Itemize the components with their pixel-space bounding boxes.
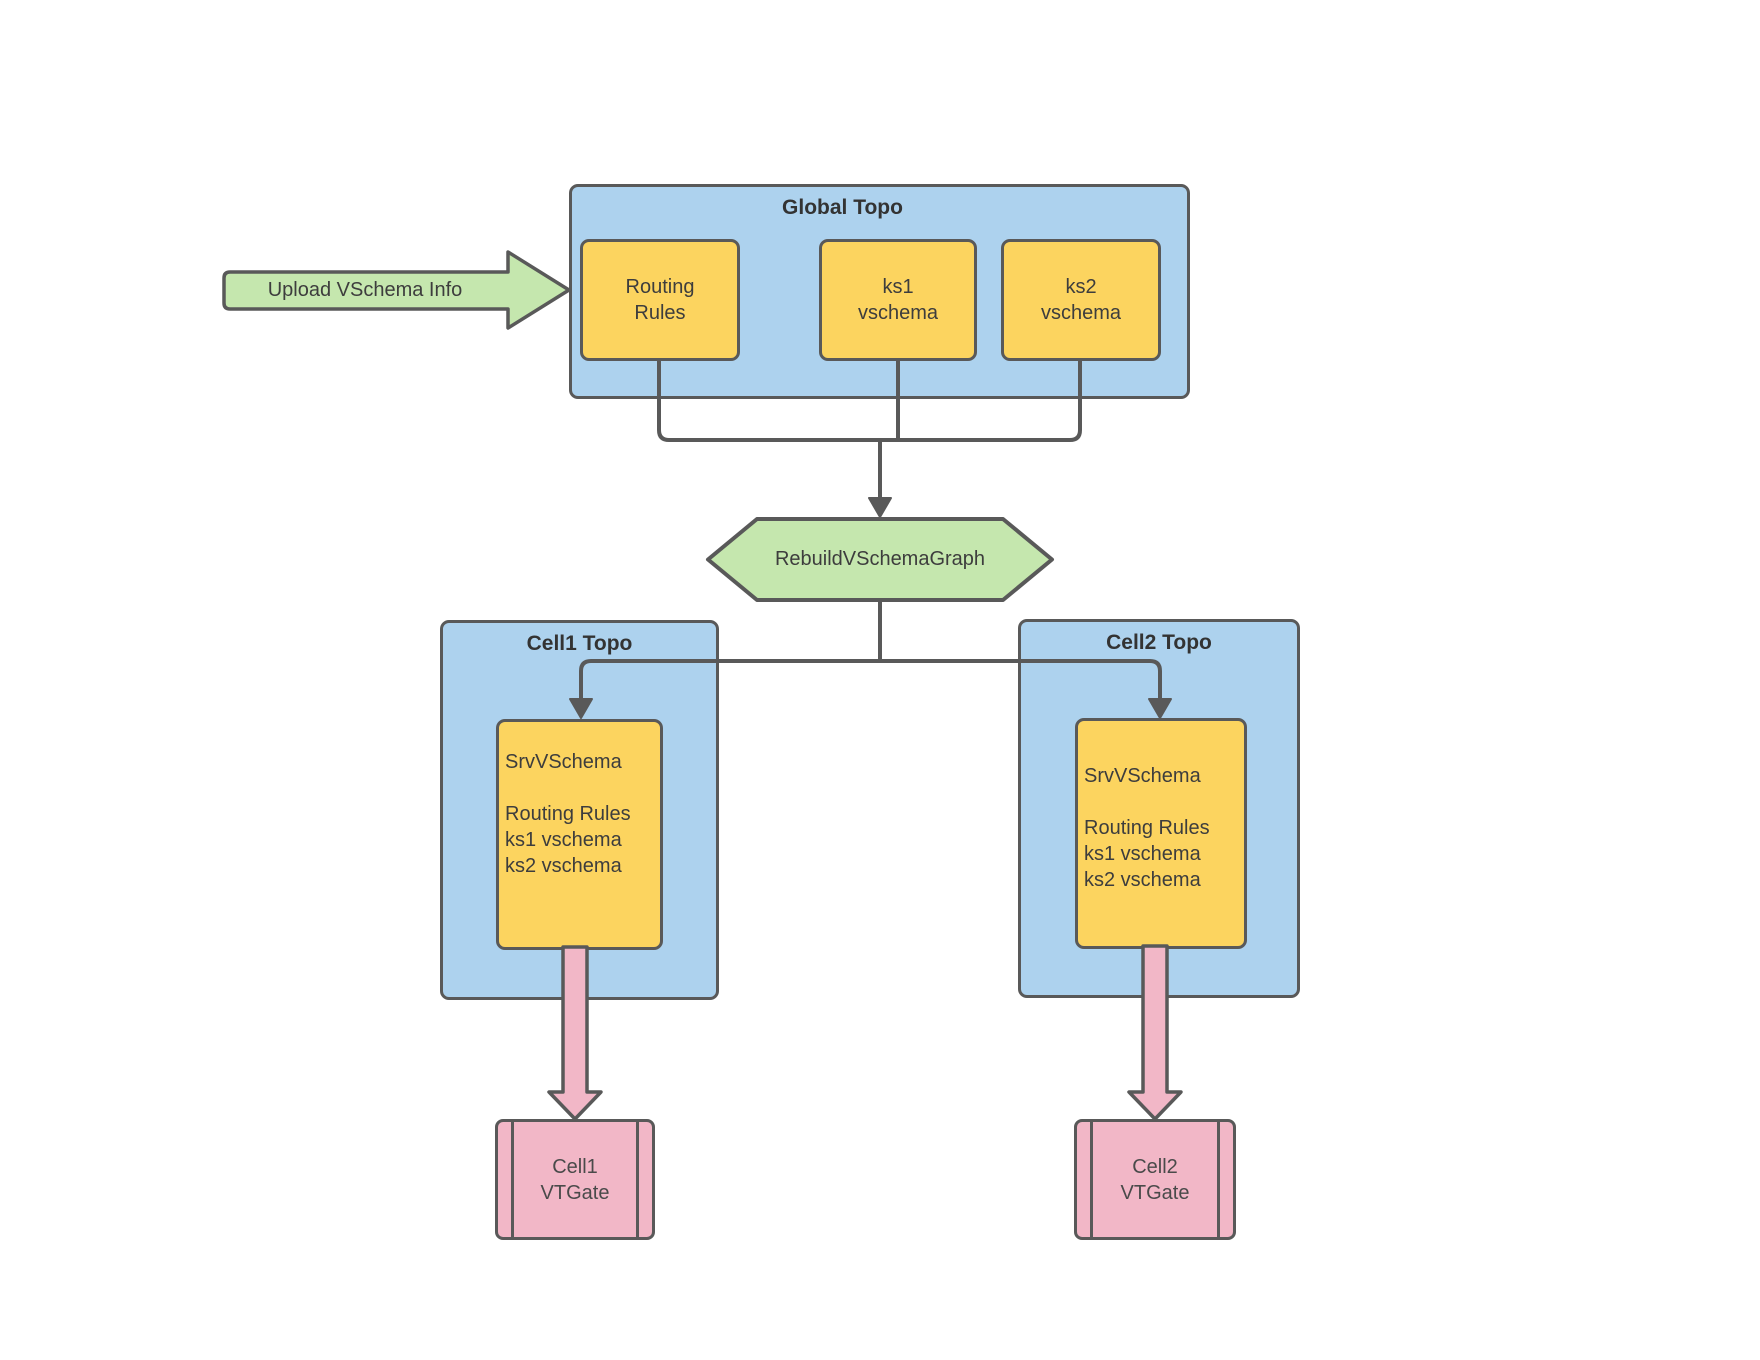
cell1-vtgate-node: Cell1 VTGate [495, 1119, 655, 1240]
ks1-vschema-node: ks1 vschema [819, 239, 977, 361]
cell2-vtgate-label: Cell2 VTGate [1120, 1155, 1190, 1204]
cell1-vtgate-label: Cell1 VTGate [540, 1155, 610, 1204]
cell2-topo-title: Cell2 Topo [1106, 631, 1212, 654]
vtgate-side-bar [1217, 1122, 1220, 1237]
cell2-srvvschema-node: SrvVSchema Routing Rules ks1 vschema ks2… [1075, 718, 1247, 949]
cell1-srvvschema-node: SrvVSchema Routing Rules ks1 vschema ks2… [496, 719, 663, 950]
upload-arrow-label: Upload VSchema Info [267, 278, 463, 301]
cell1-topo-title: Cell1 Topo [526, 632, 633, 655]
vtgate-side-bar [1090, 1122, 1093, 1237]
rebuild-hexagon-shape [706, 517, 1054, 602]
upload-arrow-shape [222, 250, 571, 330]
routing-rules-node: Routing Rules [580, 239, 740, 361]
arrowhead-to-rebuild [868, 497, 892, 518]
vtgate-side-bar [636, 1122, 639, 1237]
global-topo-title: Global Topo [782, 196, 903, 219]
vtgate-side-bar [511, 1122, 514, 1237]
ks2-vschema-node: ks2 vschema [1001, 239, 1161, 361]
rebuild-hexagon-label: RebuildVSchemaGraph [774, 548, 986, 570]
cell2-vtgate-node: Cell2 VTGate [1074, 1119, 1236, 1240]
